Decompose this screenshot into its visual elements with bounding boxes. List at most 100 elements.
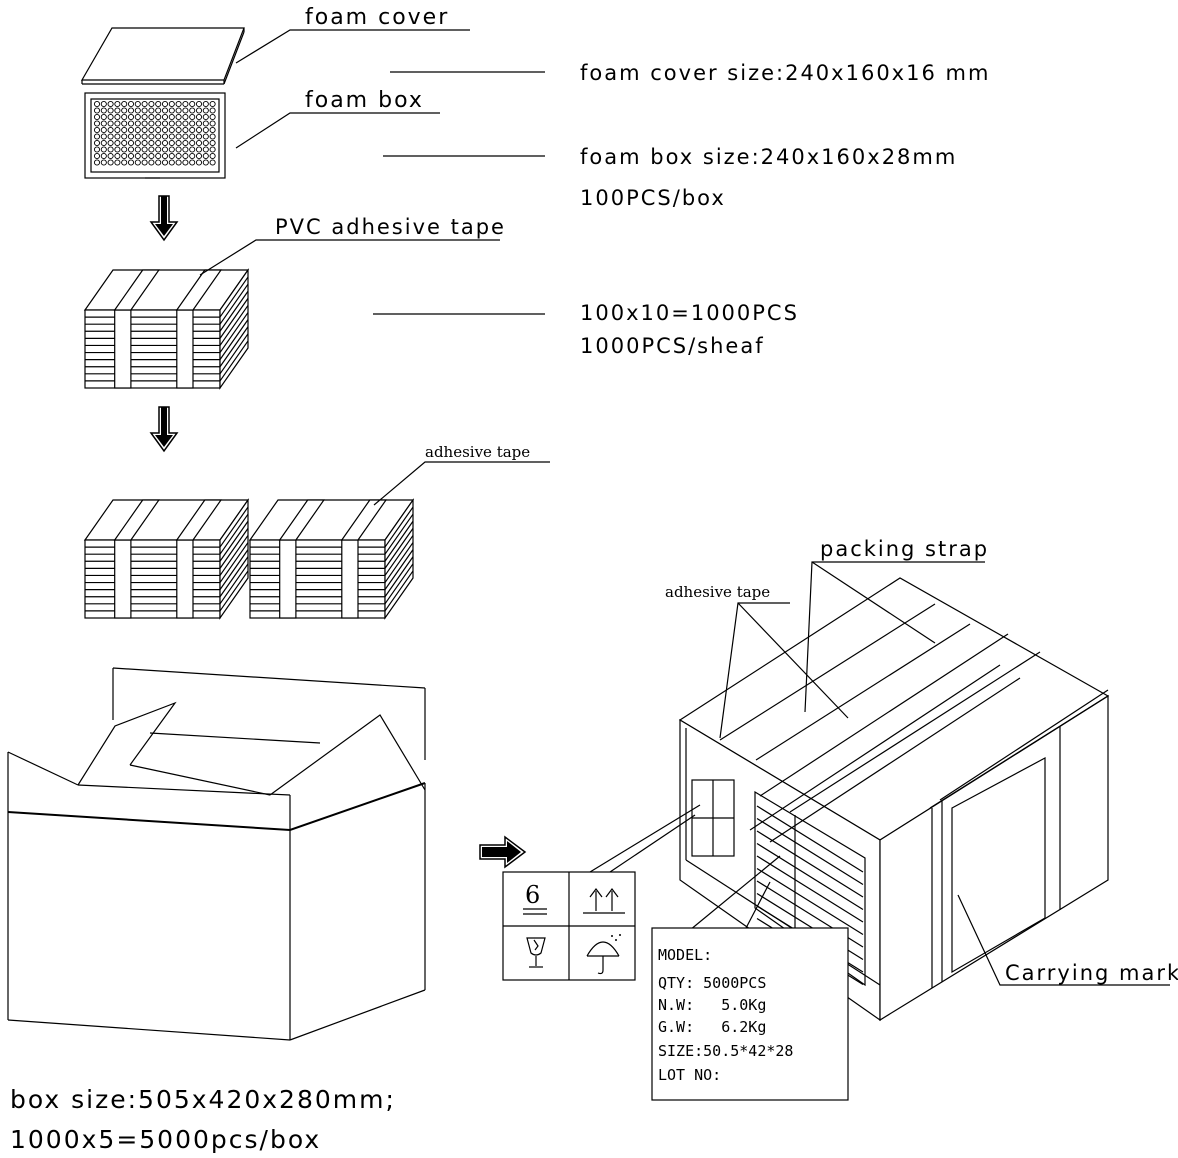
foam-cell xyxy=(175,113,182,121)
foam-cell xyxy=(175,120,182,127)
sheaf-layer-side xyxy=(219,556,249,598)
foam-cell xyxy=(195,107,203,114)
foam-cell xyxy=(148,113,155,121)
foam-cell xyxy=(114,100,121,108)
pvc-tape-leader xyxy=(199,239,500,276)
tape-band xyxy=(114,309,132,389)
sheaf-layer-side xyxy=(384,528,414,569)
sheaf-layer-side xyxy=(219,513,249,555)
foam-cell xyxy=(121,100,128,108)
mark-size: SIZE:50.5*42*28 xyxy=(658,1042,793,1060)
foam-cell xyxy=(161,100,169,108)
foam-cell xyxy=(148,146,155,153)
foam-cell xyxy=(121,133,128,140)
sheaf-layer-side xyxy=(219,312,249,353)
foam-cell xyxy=(168,113,175,121)
foam-cell xyxy=(148,159,155,166)
sheaf-side xyxy=(219,268,249,390)
box-qty: 1000x5=5000pcs/box xyxy=(10,1125,321,1154)
foam-cell xyxy=(155,126,162,134)
foam-cell xyxy=(182,152,189,160)
stack-limit-number: 6 xyxy=(525,881,540,909)
tape-band-top xyxy=(278,499,326,541)
foam-cell xyxy=(114,107,121,114)
foam-cell xyxy=(100,133,107,140)
sheaf-layer-side xyxy=(219,326,249,368)
foam-cell xyxy=(134,159,141,166)
down-arrow-icon xyxy=(149,195,179,242)
sheaf-front xyxy=(84,309,221,389)
foam-cell xyxy=(189,146,196,153)
foam-cell xyxy=(148,139,155,147)
foam-cell xyxy=(134,146,141,153)
foam-cell xyxy=(168,139,175,147)
foam-cell xyxy=(195,120,203,127)
adhesive-tape-leader-1 xyxy=(373,461,550,506)
foam-cell xyxy=(93,133,101,140)
front-mark-line xyxy=(756,830,864,898)
foam-cell xyxy=(161,139,169,147)
foam-cell xyxy=(100,152,107,160)
foam-cell xyxy=(202,113,209,121)
front-mark-line xyxy=(756,867,864,936)
foam-cell xyxy=(134,113,141,121)
sheaf-layer-side xyxy=(384,506,414,548)
symbols-leader-a xyxy=(589,804,701,873)
mark-qty: QTY: 5000PCS xyxy=(658,974,766,992)
foam-cell xyxy=(121,107,128,114)
foam-cell xyxy=(114,139,121,147)
foam-cell xyxy=(209,107,216,114)
foam-cell xyxy=(127,146,135,153)
foam-cell xyxy=(141,113,148,121)
foam-cell xyxy=(168,120,175,127)
sealed-carton-drawing xyxy=(678,577,1110,1022)
sheaf-stack-right xyxy=(248,498,415,620)
foam-cover-label: foam cover xyxy=(305,5,449,30)
sheaf-layer-side xyxy=(219,535,249,576)
foam-cell xyxy=(189,152,196,160)
foam-cell xyxy=(107,126,114,134)
foam-cell xyxy=(134,139,141,147)
foam-cell xyxy=(141,152,148,160)
front-mark-line xyxy=(756,817,864,886)
foam-cell xyxy=(189,133,196,140)
foam-cell xyxy=(93,126,101,134)
foam-cover-drawing xyxy=(80,27,245,85)
foam-cell xyxy=(155,159,162,166)
foam-cell xyxy=(155,113,162,121)
sheaf-front xyxy=(84,539,221,619)
foam-cell xyxy=(141,100,148,108)
mark-leader-a xyxy=(689,855,781,931)
foam-cell xyxy=(155,107,162,114)
foam-cell xyxy=(155,120,162,127)
sheaf-front xyxy=(249,539,386,619)
foam-cell xyxy=(189,139,196,147)
tape-band xyxy=(279,539,297,619)
foam-cell xyxy=(161,113,169,121)
foam-cell xyxy=(107,152,114,160)
foam-cell xyxy=(93,146,101,153)
foam-cell xyxy=(189,107,196,114)
foam-cell xyxy=(141,120,148,127)
foam-cell xyxy=(121,159,128,166)
foam-cell xyxy=(182,133,189,140)
foam-box-size: foam box size:240x160x28mm xyxy=(580,145,957,169)
sheaf-layer-side xyxy=(219,549,249,590)
foam-cell xyxy=(127,126,135,134)
foam-cell xyxy=(100,146,107,153)
foam-cell xyxy=(175,139,182,147)
foam-cell xyxy=(168,126,175,134)
foam-cell xyxy=(127,113,135,121)
sheaf-layer-side xyxy=(219,319,249,360)
foam-cell xyxy=(121,126,128,134)
foam-box-label: foam box xyxy=(305,88,424,113)
foam-cell xyxy=(127,107,135,114)
foam-cell xyxy=(148,152,155,160)
foam-cell xyxy=(202,159,209,166)
carrying-mark-label: Carrying mark xyxy=(1005,961,1178,985)
tape-band xyxy=(114,539,132,619)
tape-band-top xyxy=(113,269,161,311)
foam-cell xyxy=(100,100,107,108)
foam-cell xyxy=(93,113,101,121)
foam-cell xyxy=(209,133,216,140)
